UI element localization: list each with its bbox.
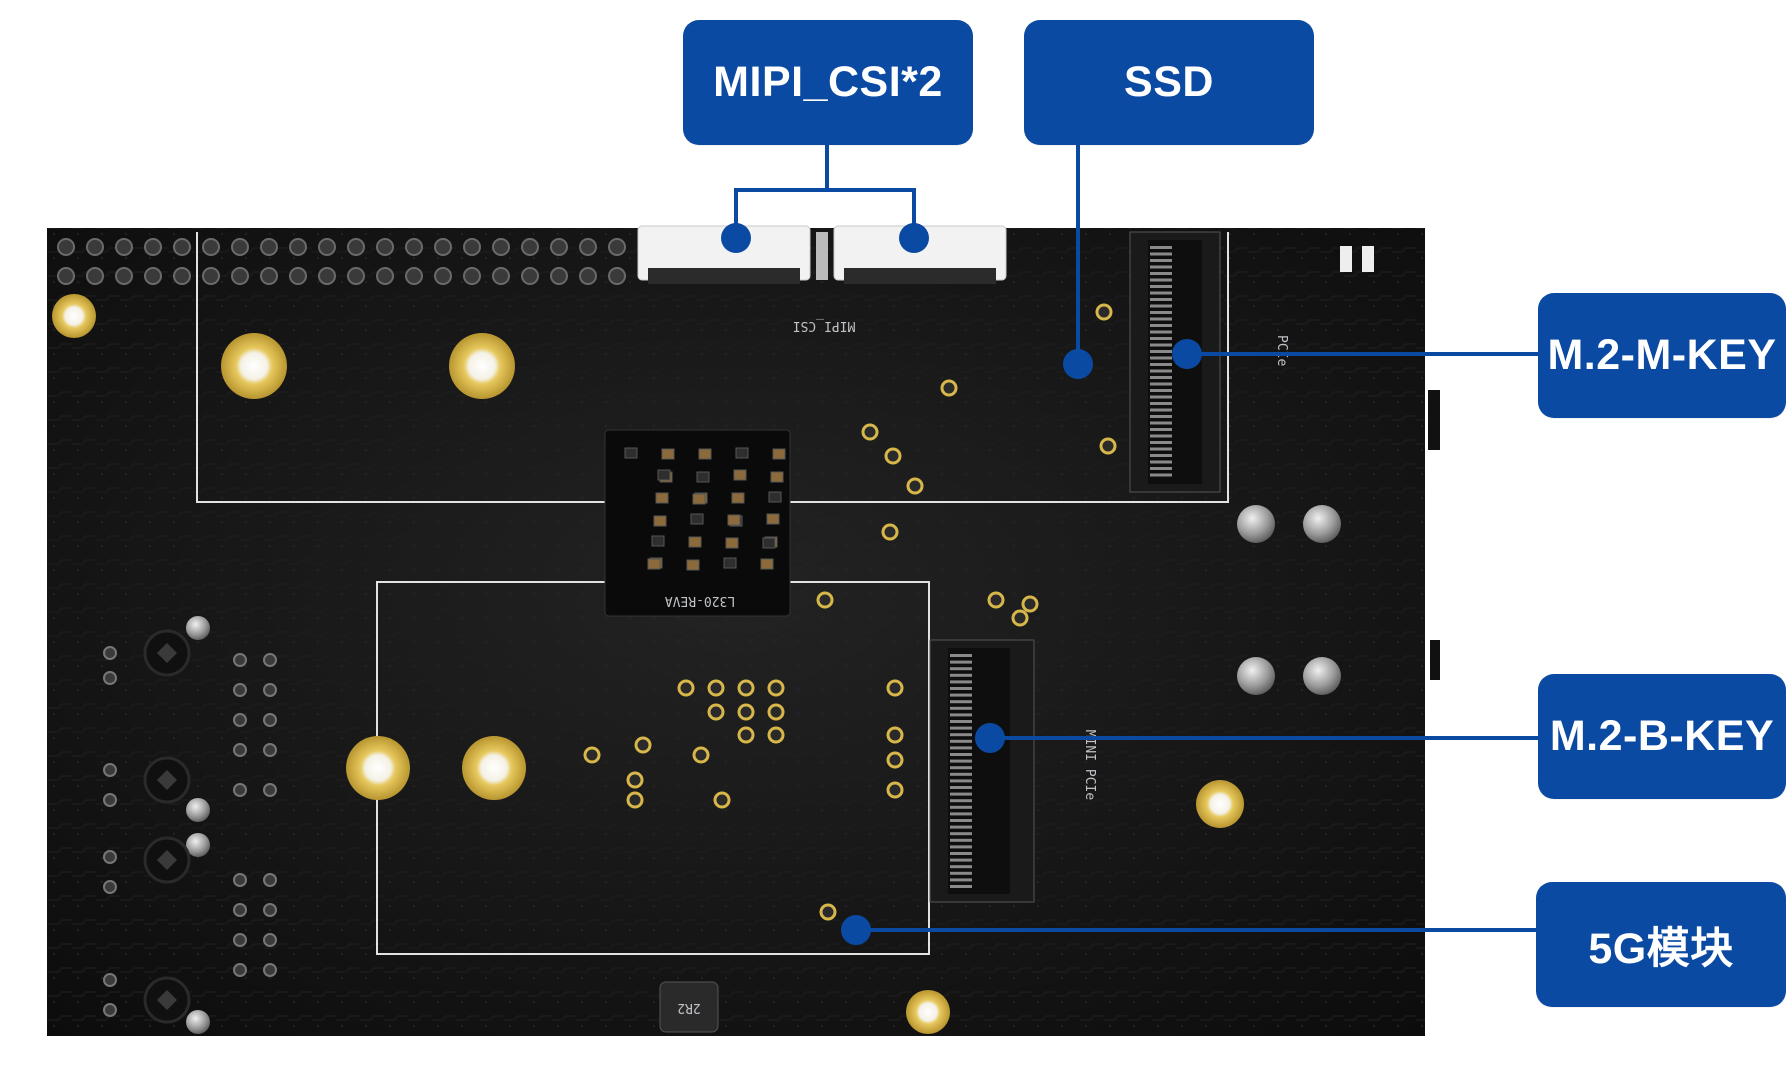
vias <box>103 303 1117 1024</box>
header-pin <box>318 267 336 285</box>
m2-m-key-label: M.2-M-KEY <box>1547 331 1777 379</box>
5g-module-callout: 5G模块 <box>1536 882 1786 1007</box>
header-pin <box>492 238 510 256</box>
mounting-holes <box>52 294 1244 1034</box>
header-pin <box>463 238 481 256</box>
mounting-hole <box>346 736 410 800</box>
header-pin <box>144 267 162 285</box>
header-pin <box>376 238 394 256</box>
header-pin <box>202 238 220 256</box>
mipi-connectors: MIPI_CSI <box>637 225 1007 333</box>
header-pin <box>579 238 597 256</box>
mounting-hole <box>52 294 96 338</box>
pcie-silk-label: PCIe <box>1274 335 1289 366</box>
m2-m-key-callout: M.2-M-KEY <box>1538 293 1786 418</box>
header-pin <box>231 238 249 256</box>
header-pin <box>260 267 278 285</box>
mipi-csi-label: MIPI_CSI*2 <box>713 58 943 106</box>
mipi-csi-callout: MIPI_CSI*2 <box>683 20 973 145</box>
side-connectors <box>186 246 1374 1034</box>
header-pin <box>231 267 249 285</box>
header-pin <box>115 267 133 285</box>
header-pin <box>550 238 568 256</box>
header-pin <box>289 238 307 256</box>
header-pin <box>434 267 452 285</box>
header-pin <box>57 267 75 285</box>
header-pin <box>86 267 104 285</box>
mounting-hole <box>449 333 515 399</box>
header-pin <box>434 238 452 256</box>
header-pin <box>521 238 539 256</box>
mounting-hole <box>221 333 287 399</box>
mipi-silk-label: MIPI_CSI <box>793 318 856 333</box>
header-pin <box>173 267 191 285</box>
5g-module-label: 5G模块 <box>1588 924 1734 973</box>
header-pin <box>550 267 568 285</box>
m2-b-key-slot: MINI PCIe <box>929 639 1097 903</box>
mounting-hole <box>906 990 950 1034</box>
header-pin <box>405 267 423 285</box>
header-pin <box>608 238 626 256</box>
header-pin <box>492 267 510 285</box>
header-pin <box>608 267 626 285</box>
m2-b-key-label: M.2-B-KEY <box>1549 712 1775 760</box>
header-pin <box>86 238 104 256</box>
header-pin <box>405 238 423 256</box>
gpio-header <box>57 238 626 285</box>
header-pin <box>57 238 75 256</box>
inductor: 2R2 <box>659 981 719 1033</box>
header-pin <box>173 238 191 256</box>
header-pin <box>202 267 220 285</box>
header-pin <box>376 267 394 285</box>
soc-module: L320-REVA <box>604 429 791 617</box>
m2-b-key-callout: M.2-B-KEY <box>1538 674 1786 799</box>
header-pin <box>144 238 162 256</box>
header-pin <box>289 267 307 285</box>
mounting-hole <box>1196 780 1244 828</box>
ssd-label: SSD <box>1124 58 1214 106</box>
header-pin <box>521 267 539 285</box>
header-pin <box>347 238 365 256</box>
header-pin <box>115 238 133 256</box>
leader-dots <box>721 223 1202 945</box>
mipi-leader-line <box>734 143 829 238</box>
header-pin <box>318 238 336 256</box>
mini-pcie-silk-label: MINI PCIe <box>1082 730 1097 801</box>
ssd-callout: SSD <box>1024 20 1314 145</box>
chip-silk-label: L320-REVA <box>665 593 736 608</box>
header-pin <box>579 267 597 285</box>
leader-lines <box>734 143 1540 932</box>
header-pin <box>347 267 365 285</box>
header-pin <box>463 267 481 285</box>
mounting-hole <box>462 736 526 800</box>
header-pin <box>260 238 278 256</box>
inductor-silk-label: 2R2 <box>677 1000 700 1015</box>
